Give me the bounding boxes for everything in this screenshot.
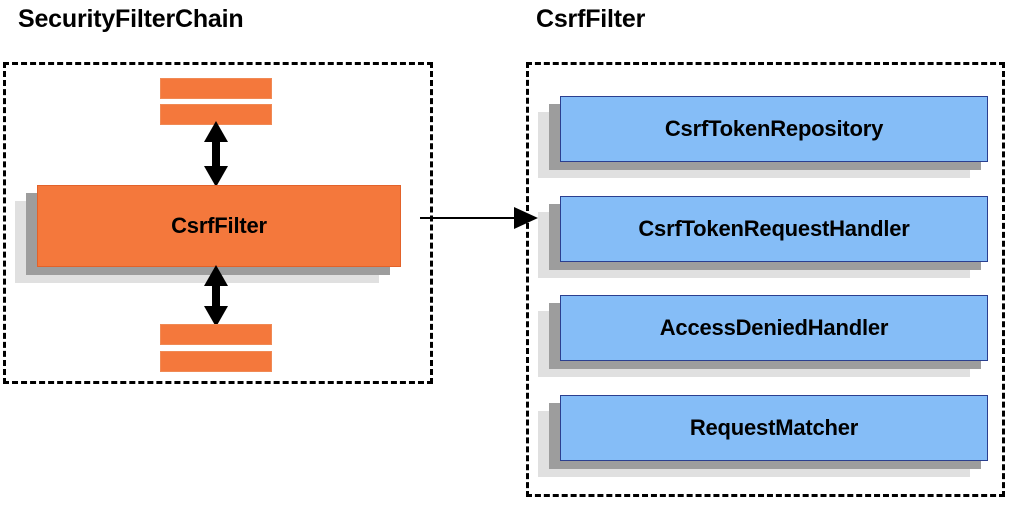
filter-bar-above-1: [160, 78, 272, 99]
csrffilter-label: CsrfFilter: [171, 213, 267, 238]
security-filter-chain-panel: [3, 62, 433, 384]
right-panel-title: CsrfFilter: [536, 5, 646, 33]
collaborator-label: CsrfTokenRequestHandler: [638, 216, 910, 241]
collaborator-label: RequestMatcher: [689, 415, 859, 440]
collaborator-accessdeniedhandler[interactable]: AccessDeniedHandler: [538, 295, 989, 377]
collaborator-label: AccessDeniedHandler: [659, 315, 889, 340]
collaborator-face: AccessDeniedHandler: [560, 295, 988, 361]
csrffilter-collaborators-panel: [526, 62, 1005, 497]
collaborator-label: CsrfTokenRepository: [664, 116, 884, 141]
collaborator-face: RequestMatcher: [560, 395, 988, 461]
arrow-up-down-above-csrffilter: [197, 121, 235, 187]
collaborator-face: CsrfTokenRequestHandler: [560, 196, 988, 262]
collaborator-csrftokenrepository[interactable]: CsrfTokenRepository: [538, 96, 989, 178]
arrow-up-down-below-csrffilter: [197, 265, 235, 327]
left-panel-title: SecurityFilterChain: [18, 5, 244, 33]
connector-arrow-right: [420, 205, 538, 231]
filter-bar-below-1: [160, 324, 272, 345]
csrffilter-face: CsrfFilter: [37, 185, 401, 267]
collaborator-face: CsrfTokenRepository: [560, 96, 988, 162]
collaborator-csrftokenrequesthandler[interactable]: CsrfTokenRequestHandler: [538, 196, 989, 278]
csrffilter-block[interactable]: CsrfFilter: [15, 185, 401, 283]
collaborator-requestmatcher[interactable]: RequestMatcher: [538, 395, 989, 477]
filter-bar-below-2: [160, 351, 272, 372]
